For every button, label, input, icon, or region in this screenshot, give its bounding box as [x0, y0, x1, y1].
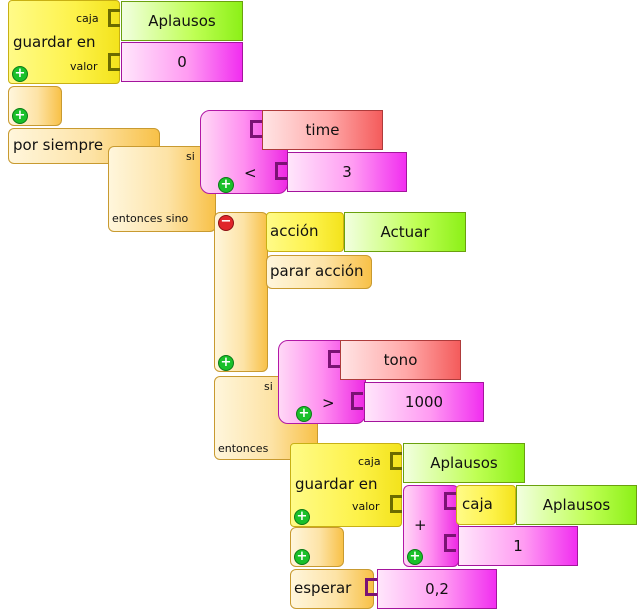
plus-circle-icon[interactable]: + — [296, 406, 312, 422]
sensor-time-box[interactable]: time — [262, 110, 383, 150]
action-name-box[interactable]: Actuar — [344, 212, 466, 252]
action-block[interactable] — [266, 212, 344, 252]
number-value-box[interactable]: 1000 — [364, 382, 484, 422]
wait-value-socket — [365, 578, 377, 596]
if-label: si — [186, 150, 195, 163]
box-read-label: caja — [462, 495, 493, 513]
number-value-box[interactable]: 0,2 — [377, 569, 497, 609]
then-branch[interactable] — [214, 212, 268, 372]
forever-title: por siempre — [13, 136, 104, 154]
then-else-label: entonces sino — [112, 212, 189, 225]
variable-name-box[interactable]: Aplausos — [403, 443, 525, 483]
store-value-label: valor — [352, 500, 380, 513]
plus-circle-icon[interactable]: + — [294, 509, 310, 525]
action-label: acción — [270, 222, 319, 240]
plus-circle-icon[interactable]: + — [218, 355, 234, 371]
addend-socket — [444, 492, 456, 510]
variable-name-box[interactable]: Aplausos — [121, 1, 243, 41]
store-title: guardar en — [295, 475, 378, 493]
greater-than-operator: > — [322, 394, 335, 412]
wait-label: esperar — [294, 579, 352, 597]
number-value-box[interactable]: 3 — [287, 152, 407, 192]
less-than-operator: < — [244, 164, 257, 182]
compare-right-socket — [351, 392, 363, 410]
plus-circle-icon[interactable]: + — [218, 177, 234, 193]
plus-circle-icon[interactable]: + — [12, 108, 28, 124]
minus-circle-icon[interactable]: − — [218, 215, 234, 231]
store-box-label: caja — [76, 12, 99, 25]
store-box-label: caja — [358, 455, 381, 468]
store-box-socket — [390, 452, 402, 470]
store-value-socket — [390, 495, 402, 513]
wait-block[interactable] — [290, 569, 374, 609]
store-value-socket — [108, 53, 120, 71]
compare-left-socket — [250, 120, 262, 138]
plus-operator: + — [414, 516, 427, 534]
plus-circle-icon[interactable]: + — [12, 66, 28, 82]
store-title: guardar en — [13, 33, 96, 51]
variable-name-box[interactable]: Aplausos — [516, 485, 637, 525]
store-box-socket — [108, 9, 120, 27]
plus-circle-icon[interactable]: + — [407, 549, 423, 565]
compare-right-socket — [275, 162, 287, 180]
box-read-block[interactable] — [456, 485, 516, 525]
stop-action-block[interactable] — [266, 255, 372, 289]
if-label: si — [264, 380, 273, 393]
addend-socket — [444, 534, 456, 552]
compare-left-socket — [328, 350, 340, 368]
sensor-tone-box[interactable]: tono — [340, 340, 461, 380]
number-value-box[interactable]: 0 — [121, 42, 243, 82]
stop-action-label: parar acción — [270, 262, 364, 280]
plus-circle-icon[interactable]: + — [294, 549, 310, 565]
store-value-label: valor — [70, 60, 98, 73]
number-value-box[interactable]: 1 — [458, 526, 578, 566]
then-label: entonces — [218, 442, 269, 455]
